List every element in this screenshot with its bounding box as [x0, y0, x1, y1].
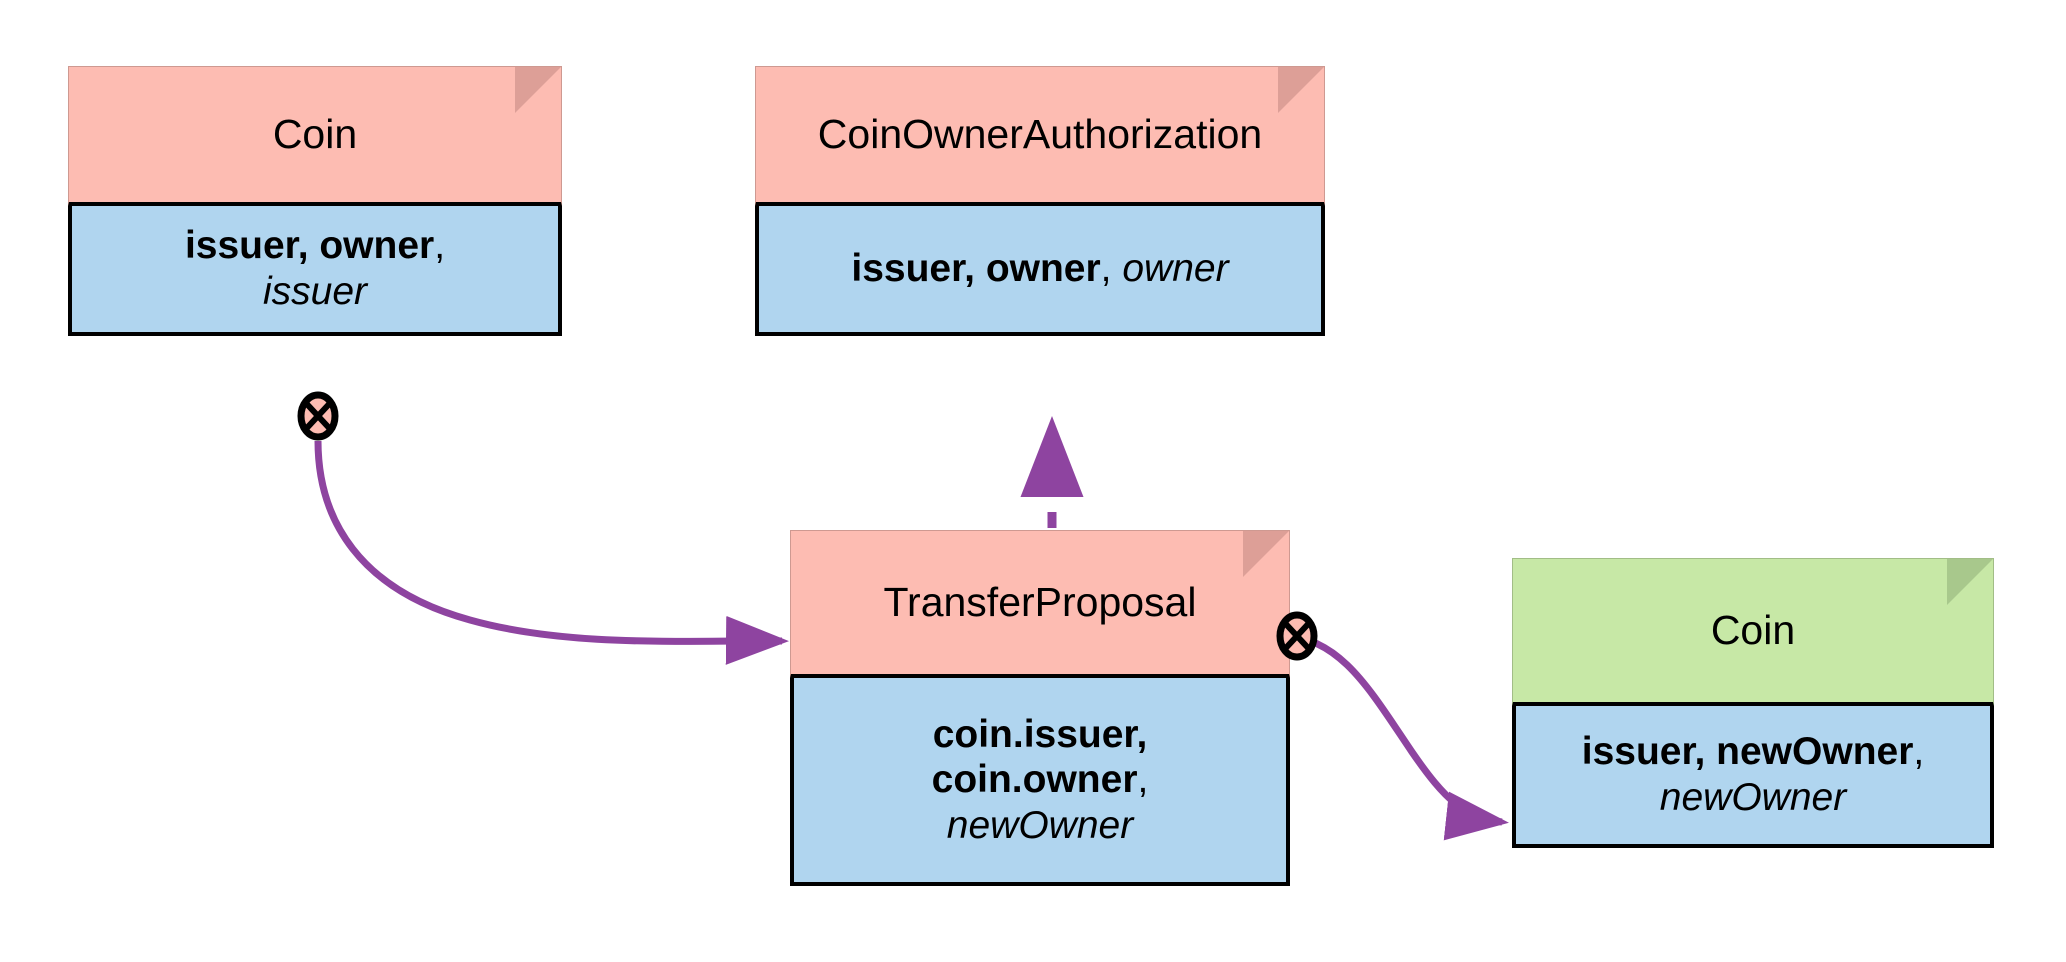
edge-transfer-proposal-to-coin-target — [1280, 632, 1509, 841]
node-transfer-proposal-compartment: coin.issuer, coin.owner, newOwner — [790, 678, 1290, 886]
node-coin-source-header: Coin — [68, 66, 562, 206]
node-coin-owner-authorization-header: CoinOwnerAuthorization — [755, 66, 1325, 206]
attr-bold: issuer, newOwner — [1581, 730, 1914, 774]
folded-corner-icon — [1278, 67, 1324, 113]
node-coin-source-compartment: issuer, owner, issuer — [68, 206, 562, 336]
circle-x-icon-transfer-proposal — [1276, 611, 1318, 661]
node-transfer-proposal-header: TransferProposal — [790, 530, 1290, 678]
attr-separator: , — [1913, 730, 1925, 774]
attr-italic: newOwner — [946, 803, 1134, 847]
node-coin-owner-authorization-compartment: issuer, owner, owner — [755, 206, 1325, 336]
attr-bold: issuer, owner — [851, 247, 1101, 291]
node-coin-target[interactable]: Coin issuer, newOwner, newOwner — [1512, 558, 1994, 848]
node-transfer-proposal-title: TransferProposal — [883, 578, 1197, 625]
attr-bold: issuer, owner — [184, 224, 435, 268]
folded-corner-icon — [1947, 559, 1993, 605]
node-coin-owner-authorization[interactable]: CoinOwnerAuthorization issuer, owner, ow… — [755, 66, 1325, 336]
edge-coin-source-to-transfer-proposal — [314, 440, 789, 665]
node-coin-target-title: Coin — [1710, 606, 1796, 653]
folded-corner-icon — [515, 67, 561, 113]
node-coin-target-compartment: issuer, newOwner, newOwner — [1512, 706, 1994, 848]
attr-italic: newOwner — [1659, 776, 1847, 819]
node-transfer-proposal-attributes: coin.issuer, coin.owner, newOwner — [922, 712, 1159, 849]
attr-italic: issuer — [262, 270, 368, 313]
folded-corner-icon — [1243, 531, 1289, 577]
attr-separator: , — [1100, 247, 1112, 291]
circle-x-icon-coin-source — [297, 391, 339, 441]
attr-bold-line-1: coin.issuer, — [932, 712, 1148, 756]
node-coin-source[interactable]: Coin issuer, owner, issuer — [68, 66, 562, 336]
attr-separator: , — [434, 224, 446, 268]
node-transfer-proposal[interactable]: TransferProposal coin.issuer, coin.owner… — [790, 530, 1290, 886]
node-coin-source-attributes: issuer, owner, issuer — [175, 223, 455, 314]
node-coin-source-title: Coin — [272, 110, 358, 157]
node-coin-owner-authorization-attributes: issuer, owner, owner — [841, 246, 1238, 292]
node-coin-target-attributes: issuer, newOwner, newOwner — [1572, 729, 1934, 820]
attr-bold-line-2: coin.owner — [931, 758, 1138, 802]
node-coin-target-header: Coin — [1512, 558, 1994, 706]
node-coin-owner-authorization-title: CoinOwnerAuthorization — [817, 110, 1263, 157]
attr-separator: , — [1137, 758, 1149, 802]
attr-italic: owner — [1122, 247, 1229, 291]
